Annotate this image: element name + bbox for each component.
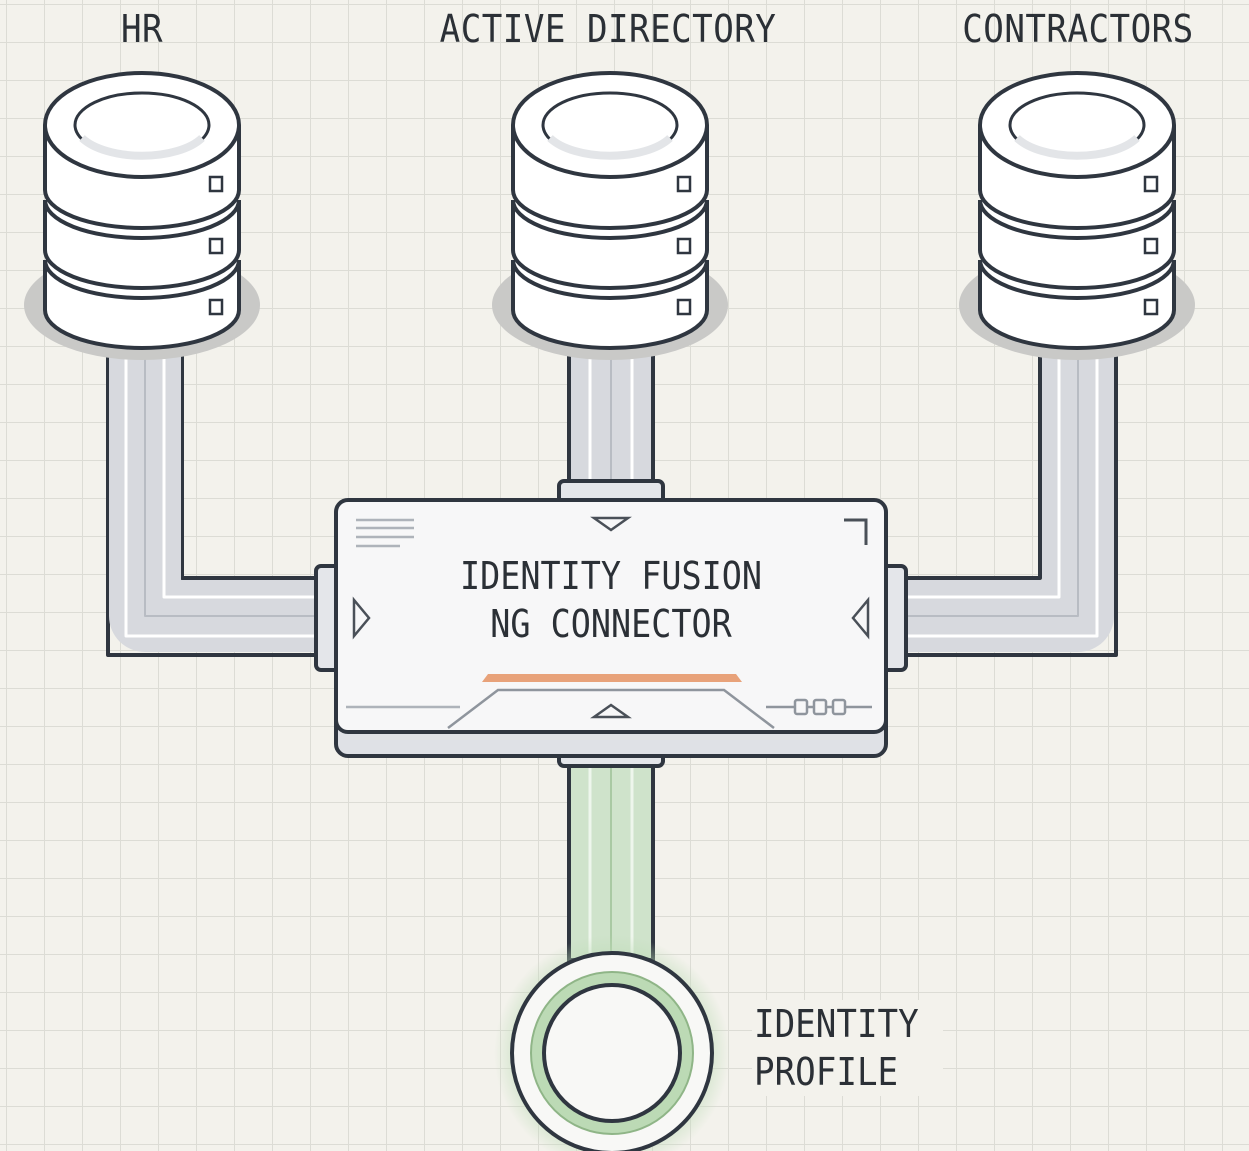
cable-contractors: [905, 345, 1118, 657]
connector-title: IDENTITY FUSION NG CONNECTOR: [340, 552, 882, 648]
connector-box: [314, 479, 908, 768]
cable-active-directory: [567, 343, 655, 492]
connector-title-line2: NG CONNECTOR: [490, 602, 732, 646]
identity-profile-label: IDENTITY PROFILE: [752, 1000, 944, 1096]
database-hr: [24, 71, 260, 360]
database-contractors: [959, 71, 1195, 360]
profile-label-line2: PROFILE: [754, 1050, 899, 1094]
source-label-contractors: CONTRACTORS: [962, 7, 1194, 51]
cable-hr: [106, 345, 320, 657]
connector-title-line1: IDENTITY FUSION: [459, 554, 762, 598]
cable-output: [567, 758, 655, 962]
database-active-directory: [492, 71, 728, 360]
profile-label-line1: IDENTITY: [754, 1002, 919, 1046]
source-label-hr: HR: [120, 7, 164, 51]
identity-profile-node: [494, 935, 730, 1151]
source-label-active-directory: ACTIVE DIRECTORY: [439, 7, 777, 51]
